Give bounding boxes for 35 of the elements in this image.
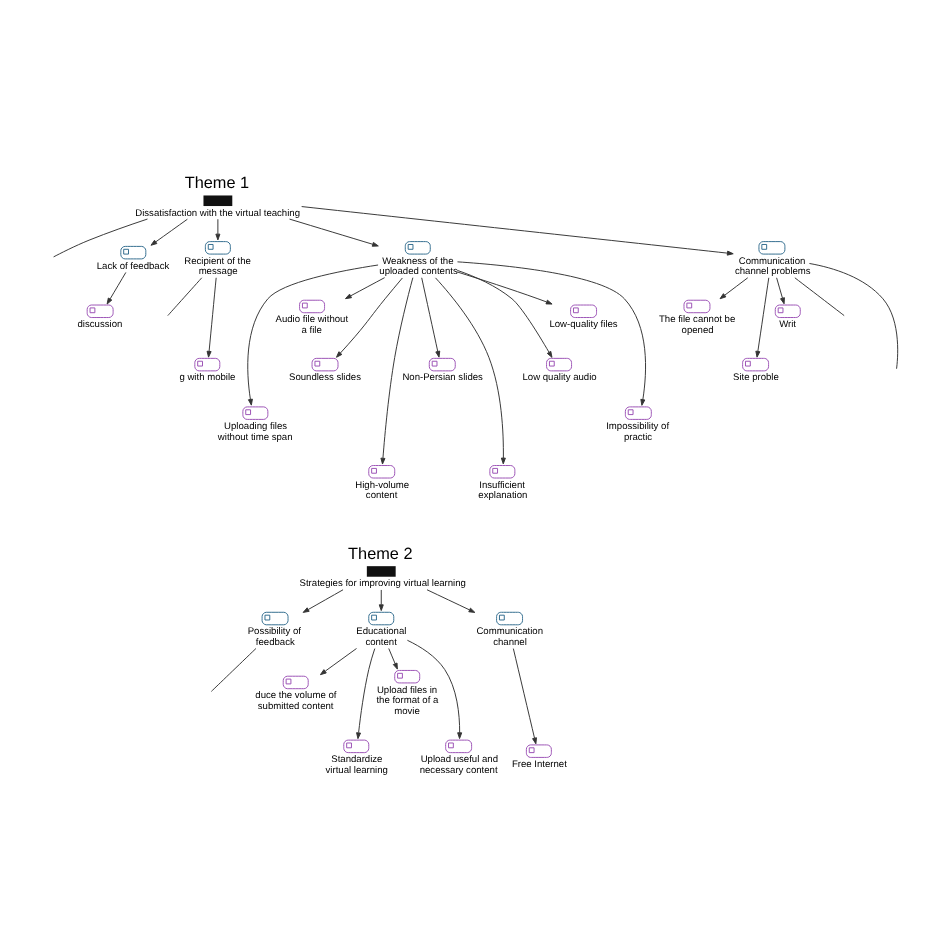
arrow (206, 276, 217, 357)
arrow (406, 638, 463, 739)
arrow (289, 217, 379, 246)
node-box-text (366, 565, 396, 576)
node-label: Theme 1 (184, 173, 250, 192)
arrow (301, 205, 734, 255)
connector (210, 647, 257, 691)
arrow (345, 276, 386, 299)
arrow (215, 217, 221, 240)
arrow (388, 647, 398, 669)
arrow (106, 270, 127, 304)
node-box-text (203, 194, 233, 206)
connector (794, 276, 845, 316)
arrow (456, 270, 553, 304)
arrow (319, 647, 357, 675)
connector (53, 217, 148, 257)
connector (808, 262, 899, 369)
arrow (435, 276, 506, 464)
arrow (457, 260, 647, 405)
node-label: Theme 2 (348, 544, 413, 563)
arrow (719, 276, 749, 299)
arrow (378, 588, 384, 611)
arrow (456, 268, 553, 357)
arrow (755, 276, 770, 357)
arrow (356, 647, 376, 739)
arrow (512, 647, 537, 744)
arrow (776, 276, 785, 304)
arrow (302, 588, 344, 612)
connector (167, 276, 203, 316)
arrow (247, 263, 379, 405)
arrow (421, 276, 441, 357)
arrow (380, 276, 414, 464)
arrow (335, 276, 403, 357)
arrow (150, 217, 188, 245)
arrow (426, 588, 476, 612)
